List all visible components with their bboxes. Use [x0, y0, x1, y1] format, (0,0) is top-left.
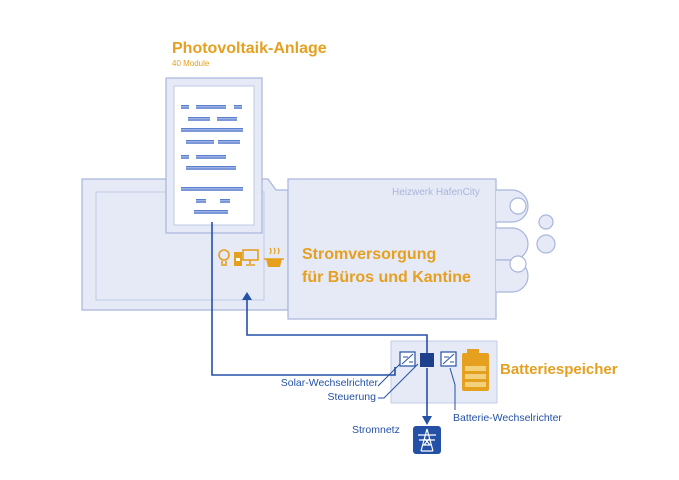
supply-label-line1: Stromversorgung: [302, 246, 437, 263]
pv-module-strip: [196, 107, 226, 109]
pv-module-strip: [218, 142, 240, 144]
pv-subtitle: 40 Module: [172, 59, 210, 68]
supply-label: Stromversorgung für Büros und Kantine: [302, 243, 471, 289]
control-label: Steuerung: [327, 391, 376, 403]
pv-title: Photovoltaik-Anlage: [172, 40, 327, 57]
pv-module-strip: [194, 210, 228, 212]
solar-inverter-label: Solar-Wechselrichter: [280, 377, 378, 389]
pv-module-strip: [186, 168, 236, 170]
pv-module-strip: [196, 105, 226, 107]
pv-module-strip: [186, 140, 214, 142]
pv-module-strip: [194, 212, 228, 214]
pv-module-strip: [234, 105, 242, 107]
pv-module-strip: [196, 199, 206, 201]
solar-inverter-icon: [399, 351, 416, 367]
pv-module-strip: [181, 155, 189, 157]
pv-panel: [165, 77, 263, 234]
monitor-icon: [242, 249, 259, 266]
battery-inverter-label: Batterie-Wechselrichter: [453, 412, 562, 424]
coffee-machine-icon: [234, 252, 242, 266]
pv-module-strip: [220, 199, 230, 201]
pipes: [496, 189, 556, 293]
pv-to-inverter-line: [211, 222, 396, 376]
pv-module-strip: [188, 119, 210, 121]
power-pylon-icon: [413, 426, 441, 454]
pv-module-strip: [217, 119, 237, 121]
grid-label: Stromnetz: [352, 424, 400, 436]
building-name: Heizwerk HafenCity: [392, 187, 480, 198]
lightbulb-icon: [218, 249, 230, 266]
pv-module-rows: [181, 105, 243, 214]
pv-module-strip: [181, 128, 243, 130]
cooking-pot-icon: [264, 247, 284, 267]
pv-module-strip: [196, 155, 226, 157]
pv-module-strip: [181, 105, 189, 107]
grid-to-offices-line: [246, 300, 428, 353]
leader-lines: [377, 361, 456, 410]
pv-module-strip: [186, 166, 236, 168]
battery-title: Batteriespeicher: [500, 361, 618, 378]
pv-module-strip: [217, 117, 237, 119]
control-unit-icon: [420, 353, 434, 367]
pv-module-strip: [181, 189, 243, 191]
pv-module-strip: [181, 157, 189, 159]
pv-module-strip: [181, 187, 243, 189]
grid-arrow-head: [422, 416, 432, 425]
supply-label-line2: für Büros und Kantine: [302, 269, 471, 286]
pv-module-strip: [188, 117, 210, 119]
pv-module-strip: [220, 201, 230, 203]
pv-module-strip: [218, 140, 240, 142]
offices-arrow-head: [242, 292, 252, 300]
battery-icon: [462, 349, 489, 391]
pv-module-strip: [234, 107, 242, 109]
pv-module-strip: [181, 130, 243, 132]
pv-module-strip: [196, 201, 206, 203]
pv-module-strip: [186, 142, 214, 144]
pv-module-strip: [181, 107, 189, 109]
battery-inverter-icon: [440, 351, 457, 367]
connection-lines: [211, 222, 428, 416]
pv-module-strip: [196, 157, 226, 159]
building-main-hall: [287, 178, 497, 320]
